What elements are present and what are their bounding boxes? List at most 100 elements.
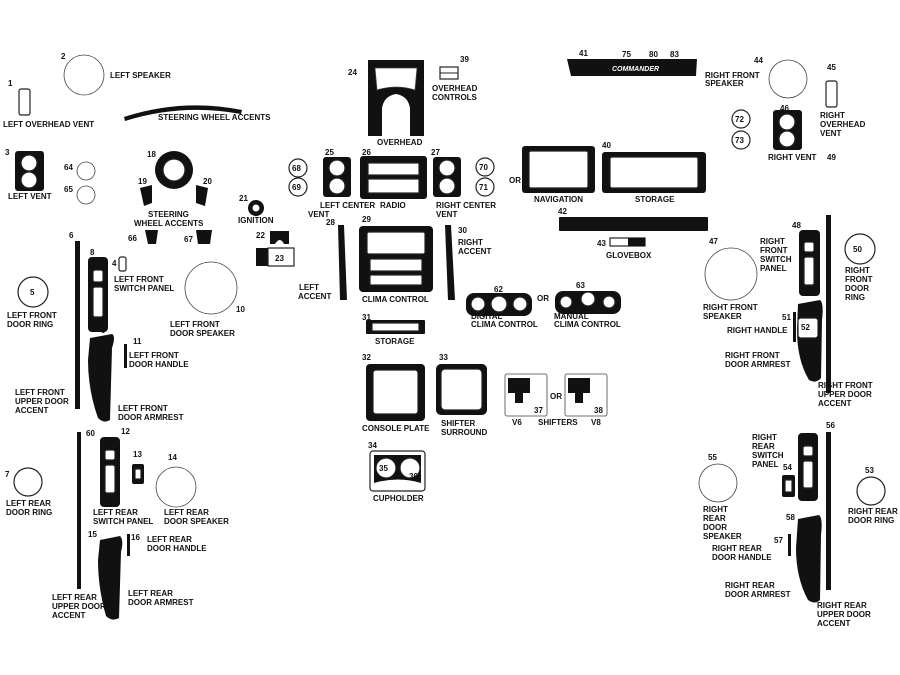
switch-window: [803, 256, 815, 286]
shifter-v8-gate: [568, 378, 590, 403]
speedo-shape: [124, 105, 242, 121]
part-number: 18: [147, 150, 156, 159]
ring-shape: [731, 109, 751, 129]
armrest-window: [797, 317, 819, 339]
part-number: 2: [61, 52, 66, 61]
part-number: 7: [5, 470, 10, 479]
part-number: 37: [534, 406, 543, 415]
right-rear-door-ring-shape: [856, 476, 886, 506]
vent-ring: [778, 113, 796, 131]
part-number: 29: [362, 215, 371, 224]
part-number: 28: [326, 218, 335, 227]
part-number: 15: [88, 530, 97, 539]
console-plate-window: [372, 369, 419, 415]
part-number: 73: [735, 136, 744, 145]
part-label: LEFT VENT: [8, 192, 52, 201]
right-front-door-ring-shape: [844, 233, 876, 265]
part-number: 32: [362, 353, 371, 362]
part-number: 31: [362, 313, 371, 322]
switch-window: [104, 449, 116, 461]
steering-accent-right-shape: [196, 185, 208, 206]
clima-window: [369, 258, 423, 272]
part-number: 67: [184, 235, 193, 244]
right-front-armrest-shape: [797, 300, 823, 382]
part-label: GLOVEBOX: [606, 251, 652, 260]
part-number: 11: [133, 337, 142, 346]
part-number: 75: [622, 50, 631, 59]
part-number: 24: [348, 68, 357, 77]
switch-window: [92, 269, 104, 283]
vent-ring: [328, 177, 346, 195]
part-number: 69: [292, 183, 301, 192]
part-number: 57: [774, 536, 783, 545]
part-label: STEERING WHEEL ACCENTS: [158, 113, 271, 122]
ring-shape: [288, 177, 308, 197]
cupholder-ring: [375, 457, 397, 479]
part-label: NAVIGATION: [534, 195, 583, 204]
left-front-door-ring-shape: [17, 276, 49, 308]
clima-knob: [490, 295, 508, 313]
part-42-shape: [559, 217, 708, 231]
left-rear-upper-door-accent-shape: [77, 432, 81, 589]
part-label: STORAGE: [635, 195, 675, 204]
part-label: CUPHOLDER: [373, 494, 424, 503]
part-number: 47: [709, 237, 718, 246]
left-vent-ring: [20, 171, 38, 189]
part-number: 83: [670, 50, 679, 59]
ring-shape: [731, 130, 751, 150]
cupholder-ring: [399, 457, 421, 479]
part-number: 19: [138, 177, 147, 186]
part-22-shape: [270, 231, 289, 244]
right-front-speaker-shape: [768, 59, 808, 99]
part-number: 34: [368, 441, 377, 450]
part-number: 27: [431, 148, 440, 157]
left-front-armrest-shape: [88, 334, 114, 422]
part-label: LEFT SPEAKER: [110, 71, 171, 80]
part-23-window: [267, 247, 295, 267]
clima-window: [369, 274, 423, 286]
steering-hub-center: [162, 158, 186, 182]
switch-window: [802, 445, 814, 457]
part-label: OVERHEAD: [377, 138, 423, 147]
right-overhead-vent-shape: [825, 80, 838, 108]
part-number: 55: [708, 453, 717, 462]
part-number: 62: [494, 285, 503, 294]
part-number: 13: [133, 450, 142, 459]
right-rear-door-handle-shape: [788, 534, 791, 556]
shifter-v6-gate: [508, 378, 530, 403]
right-front-upper-door-accent-shape: [826, 215, 831, 393]
part-label: IGNITION: [238, 216, 274, 225]
part-number: 40: [602, 141, 611, 150]
right-rear-door-speaker-shape: [698, 463, 738, 503]
part-number: 8: [90, 248, 95, 257]
switch-window: [803, 241, 815, 253]
steering-accent-left-shape: [140, 185, 152, 206]
part-number: 53: [865, 466, 874, 475]
left-overhead-vent-shape: [18, 88, 31, 116]
part-number: 51: [782, 313, 791, 322]
part-number: 38: [594, 406, 603, 415]
part-number: 12: [121, 427, 130, 436]
steering-lower-left-shape: [145, 230, 158, 244]
or-connector: OR: [509, 176, 521, 185]
clima-knob: [602, 295, 616, 309]
part-number: 60: [86, 429, 95, 438]
part-number: 49: [827, 153, 836, 162]
